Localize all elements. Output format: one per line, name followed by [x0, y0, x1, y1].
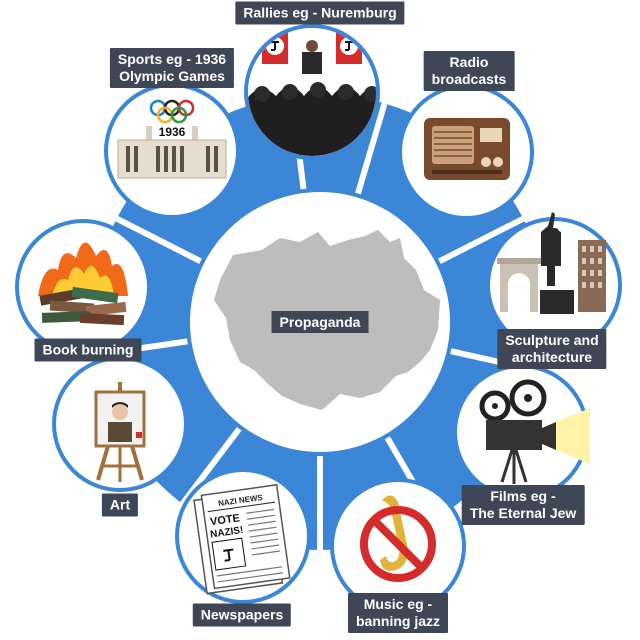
- label-line: architecture: [511, 349, 593, 365]
- newspaper-icon: NAZI NEWS VOTE NAZIS!: [193, 483, 291, 595]
- burning-books-icon: [38, 242, 128, 326]
- label-line: Radio: [449, 54, 489, 70]
- label-radio: Radio broadcasts: [423, 51, 515, 91]
- label-films: Films eg - The Eternal Jew: [461, 485, 585, 525]
- stadium-icon: 1936: [117, 99, 227, 179]
- label-line: Films eg -: [490, 488, 556, 504]
- label-line: Book burning: [42, 341, 134, 358]
- label-music: Music eg - banning jazz: [348, 593, 448, 633]
- label-line: Newspapers: [200, 606, 284, 623]
- label-line: The Eternal Jew: [469, 505, 577, 521]
- label-line: Sculpture and: [505, 332, 599, 348]
- label-art: Art: [101, 493, 139, 517]
- label-rallies: Rallies eg - Nuremburg: [235, 1, 405, 25]
- olympic-year-text: 1936: [159, 125, 186, 139]
- label-line: Art: [109, 496, 131, 513]
- center-label: Propaganda: [271, 311, 369, 333]
- label-line: broadcasts: [431, 71, 507, 87]
- label-line: banning jazz: [356, 613, 440, 629]
- label-line: Music eg -: [363, 596, 433, 612]
- label-sports: Sports eg - 1936 Olympic Games: [109, 48, 235, 88]
- label-line: Olympic Games: [119, 68, 225, 84]
- label-sculpture: Sculpture and architecture: [497, 329, 607, 369]
- label-newspapers: Newspapers: [192, 603, 292, 627]
- label-books: Book burning: [34, 338, 142, 362]
- radio-icon: [424, 118, 510, 180]
- label-line: Rallies eg - Nuremburg: [243, 4, 397, 21]
- banned-saxophone-icon: [360, 495, 436, 582]
- newspaper-headline-2: NAZIS!: [210, 525, 245, 541]
- statue-icon: [497, 212, 606, 314]
- label-line: Sports eg - 1936: [117, 51, 227, 67]
- newspaper-headline-1: VOTE: [209, 512, 240, 528]
- film-camera-icon: [479, 379, 590, 484]
- easel-portrait-icon: [94, 382, 146, 482]
- rally-icon: [248, 28, 376, 156]
